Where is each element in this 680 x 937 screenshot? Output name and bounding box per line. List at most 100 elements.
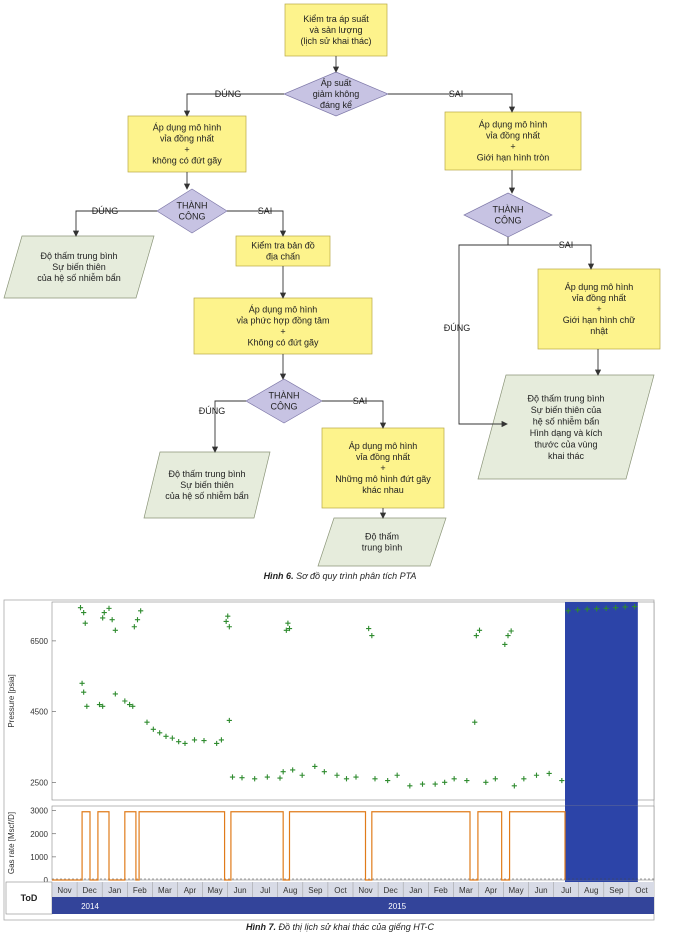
node-text-line: Áp dụng mô hình (153, 123, 222, 133)
pressure-point (106, 605, 112, 611)
node-text-line: Kiểm tra áp suất (303, 14, 369, 24)
pressure-point (334, 772, 340, 778)
month-tick-label: Sep (308, 886, 323, 895)
month-tick-label: Jul (260, 886, 270, 895)
tod-label: ToD (21, 893, 38, 903)
pressure-point (492, 776, 498, 782)
node-text-line: Sự biến thiên (180, 480, 234, 490)
year-label: 2014 (81, 902, 99, 911)
figure-7-caption: Hình 7. Đồ thị lịch sử khai thác của giế… (246, 922, 434, 932)
true-label: ĐÚNG (199, 406, 226, 416)
pressure-point (131, 624, 137, 630)
pressure-point (130, 703, 136, 709)
flow-connector (227, 210, 287, 237)
node-text-line: Áp dụng mô hình (349, 441, 418, 451)
node-text-line: thước của vùng (535, 439, 598, 449)
node-text-line: THÀNH (269, 391, 300, 401)
pressure-point (369, 632, 375, 639)
node-text-line: THÀNH (177, 201, 208, 211)
node-text-line: Hình dạng và kích (530, 428, 603, 438)
pressure-point (280, 769, 286, 775)
pressure-point (252, 776, 258, 782)
pressure-point (286, 625, 293, 632)
pressure-point (584, 606, 590, 612)
flow-connector (458, 244, 508, 428)
month-tick-label: Jun (535, 886, 548, 895)
rate-tick-label: 1000 (30, 853, 48, 862)
node-text-line: Độ thấm trung bình (40, 251, 117, 261)
pressure-point (502, 641, 508, 648)
node-text-line: + (280, 327, 285, 337)
flow-connector (72, 210, 157, 237)
month-tick-label: Feb (133, 886, 147, 895)
node-text-line: CÔNG (179, 212, 206, 222)
pressure-point (144, 719, 150, 725)
pressure-point (176, 739, 182, 745)
flow-connector (183, 93, 284, 117)
pressure-point (476, 627, 483, 633)
pressure-point (138, 608, 144, 614)
node-text-line: CÔNG (271, 402, 298, 412)
gas-rate-line (52, 811, 566, 881)
pressure-point (394, 772, 400, 778)
pressure-point (508, 628, 514, 634)
node-text-line: Sự biến thiên (52, 262, 106, 272)
pressure-tick-label: 4500 (30, 708, 48, 717)
pressure-point (407, 783, 413, 789)
pressure-point (521, 776, 527, 782)
pressure-point (109, 617, 115, 623)
pressure-point (473, 632, 479, 639)
false-label: SAI (353, 396, 368, 406)
pressure-point (214, 740, 220, 747)
node-text-line: Độ thấm trung bình (527, 393, 604, 403)
month-tick-label: Mar (158, 886, 172, 895)
month-tick-label: Aug (283, 886, 297, 895)
node-text-line: Áp suất (321, 78, 352, 88)
pressure-point (100, 615, 106, 621)
node-text-line: Độ thấm (365, 532, 399, 542)
month-tick-label: Mar (459, 886, 473, 895)
node-text-line: Kiểm tra bản đồ (251, 241, 315, 251)
pressure-point (229, 774, 236, 780)
pressure-point (419, 781, 426, 787)
node-text-line: giảm không (313, 89, 360, 99)
node-text-line: Giới hạn hình tròn (477, 153, 549, 163)
pressure-point (182, 740, 188, 747)
forecast-shaded-region (565, 806, 638, 880)
node-text-line: vỉa đồng nhất (572, 293, 627, 303)
node-text-line: hệ số nhiễm bẩn (533, 416, 600, 426)
rate-tick-label: 0 (44, 876, 49, 885)
pressure-point (150, 726, 156, 732)
pressure-point (533, 772, 540, 778)
node-text-line: Áp dụng mô hình (249, 305, 318, 315)
pressure-tick-label: 6500 (30, 637, 48, 646)
pressure-point (343, 776, 350, 782)
node-text-line: (lịch sử khai thác) (300, 36, 371, 46)
pressure-point (505, 632, 511, 639)
node-text-line: + (510, 142, 515, 152)
pressure-point (372, 776, 378, 782)
month-tick-label: Feb (434, 886, 448, 895)
pressure-point (546, 770, 552, 777)
pressure-point (201, 738, 207, 744)
month-tick-label: Apr (184, 886, 197, 895)
month-tick-label: Nov (358, 886, 372, 895)
month-tick-label: Apr (485, 886, 498, 895)
pressure-point (223, 618, 229, 625)
pressure-point (432, 781, 438, 787)
pressure-point (264, 774, 270, 780)
pressure-point (277, 775, 283, 781)
figure-6-caption: Hình 6. Sơ đồ quy trình phân tích PTA (264, 571, 417, 581)
pressure-point (100, 703, 106, 709)
month-tick-label: May (207, 886, 222, 895)
